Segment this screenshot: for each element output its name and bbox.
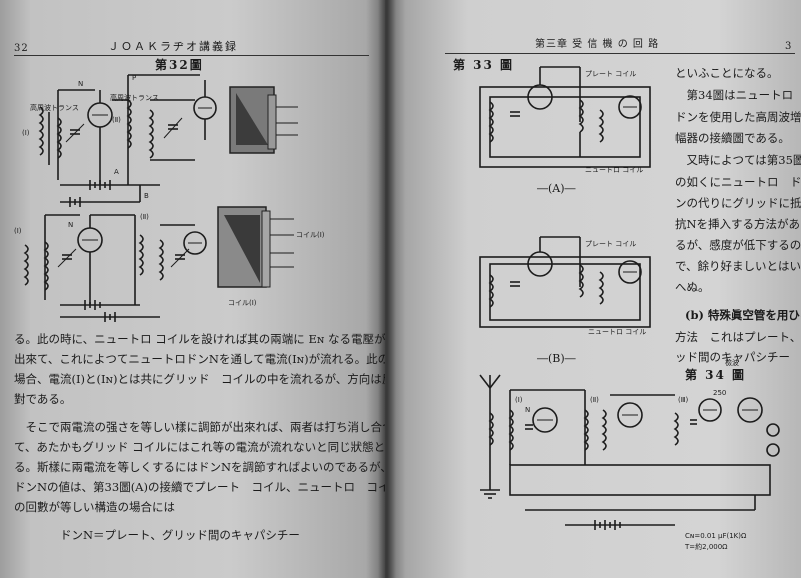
p-label: P xyxy=(132,74,136,82)
side-line-11: へぬ。 xyxy=(675,280,710,294)
figure-33b-caption: ―(B)― xyxy=(537,352,576,365)
n-label: N xyxy=(78,80,83,88)
right-page: 第三章 受 信 機 の 回 路 3 第 33 圖 プレート コイル ニュートロ … xyxy=(385,0,801,578)
section-line-2: 方法 これはプレート、グリ xyxy=(675,330,801,344)
side-line-9: るが、感度が低下するの xyxy=(675,238,801,252)
neutro-coil-label: ニュートロ コイル xyxy=(585,166,643,174)
body-line-10: ドンN＝プレート、グリッド間のキャパシチー xyxy=(60,528,300,542)
figure-33a-caption: ―(A)― xyxy=(537,182,576,195)
figure-33-title: 第 33 圖 xyxy=(453,58,515,72)
figure-33a-circuit: プレート コイル ニュートロ コイル xyxy=(479,66,651,174)
figure-32-upper-circuit: 高周波トランス 高周波トランス (Ⅰ) (Ⅱ) N P A B xyxy=(22,74,217,207)
figure-32-lower-coil-drawing: コイル(Ⅰ) コイル(Ⅰ) xyxy=(217,206,325,307)
r2-label: (Ⅱ) xyxy=(112,116,121,124)
fig34-r1: (Ⅰ) xyxy=(515,396,523,404)
left-running-header: ＪＯＡＫラヂオ講義録 xyxy=(108,40,238,53)
body-line-8: ドンNの値は、第33圖(A)の接續でプレート コイル、ニュートロ コイル xyxy=(14,480,385,494)
body-line-9: の回數が等しい構造の場合には xyxy=(14,500,175,514)
left-page: 32 ＪＯＡＫラヂオ講義録 第32圖 xyxy=(0,0,385,578)
figure-32-lower-circuit: (Ⅰ) (Ⅱ) N xyxy=(14,213,207,322)
coil-label-bottom: コイル(Ⅰ) xyxy=(228,299,257,307)
fig34-r2: (Ⅱ) xyxy=(590,396,599,404)
side-line-1: といふことになる。 xyxy=(675,66,779,80)
figure-32-title: 第32圖 xyxy=(155,58,204,72)
body-line-4: 對である。 xyxy=(14,392,72,406)
side-line-6: の如くにニュートロ ド xyxy=(675,175,801,189)
side-line-4: 幅器の接續圖である。 xyxy=(675,131,790,145)
side-line-2: 第34圖はニュートロ xyxy=(675,88,794,102)
coil-label: コイル(Ⅰ) xyxy=(296,231,325,239)
fig34-r3: (Ⅲ) xyxy=(678,396,689,404)
neutro-coil-label-b: ニュートロ コイル xyxy=(588,328,646,336)
plate-coil-label-b: プレート コイル xyxy=(585,240,636,248)
body-line-7: る。斯樣に兩電流を等しくするにはドンNを調節すればよいのであるが、 xyxy=(14,460,385,474)
r2-label-lower: (Ⅱ) xyxy=(140,213,149,221)
fig34-spec1: Cɴ=0.01 μF(1K)Ω xyxy=(685,532,747,540)
body-line-3: 場合、電流(I)と(Iɴ)とは共にグリッド コイルの中を流れるが、方向は反 xyxy=(14,372,385,386)
right-running-header: 第三章 受 信 機 の 回 路 xyxy=(535,39,660,50)
side-line-3: ドンを使用した高周波增 xyxy=(675,110,801,124)
header-rule xyxy=(14,55,369,56)
figure-33b-circuit: プレート コイル ニュートロ コイル xyxy=(479,236,651,336)
side-line-8: 抗Nを挿入する方法があ xyxy=(675,217,801,231)
r1-label-lower: (Ⅰ) xyxy=(14,227,22,235)
r1-label: (Ⅰ) xyxy=(22,129,30,137)
side-line-10: で、餘り好ましいとはい xyxy=(675,259,801,273)
side-line-5: 又時によつては第35圖 xyxy=(675,153,801,167)
figure-34-title: 第 34 圖 xyxy=(685,368,747,382)
fig34-250: 250 xyxy=(713,389,726,397)
n-label-lower: N xyxy=(68,221,73,229)
a-label: A xyxy=(114,168,119,176)
section-heading: (b) 特殊眞空管を用ひる xyxy=(685,308,801,322)
section-line-3: ッド間のキャパシチー xyxy=(675,350,790,364)
plate-coil-label: プレート コイル xyxy=(585,70,636,78)
trans1-label: 高周波トランス xyxy=(30,103,79,112)
figure-32-upper-coil-drawing xyxy=(229,86,298,154)
book-gutter xyxy=(378,0,396,578)
right-header-rule xyxy=(445,53,795,54)
trans2-label: 高周波トランス xyxy=(110,93,159,102)
body-line-5: そこで兩電流の强さを等しい樣に調節が出來れば、兩者は打ち消し合つ xyxy=(14,420,385,434)
left-page-number: 32 xyxy=(14,43,29,54)
figure-34-circuit: (Ⅰ) (Ⅱ) (Ⅲ) N 250 檢波 Cɴ=0.01 μF(1K)Ω T=約… xyxy=(479,358,780,551)
body-line-1: る。此の時に、ニュートロ コイルを設ければ其の兩端に Eɴ なる電壓が xyxy=(14,332,385,346)
b-label: B xyxy=(144,192,149,200)
body-line-2: 出來て、これによつてニュートロドンNを通して電流(Iɴ)が流れる。此の xyxy=(14,352,385,366)
fig34-spec2: T=約2,000Ω xyxy=(684,542,728,551)
side-line-7: ンの代りにグリッドに抵 xyxy=(675,196,801,210)
body-line-6: て、あたかもグリッド コイルにはこれ等の電流が流れないと同じ狀態とな xyxy=(14,440,385,454)
fig34-n: N xyxy=(525,406,530,414)
right-page-number: 3 xyxy=(785,41,793,52)
fig34-detect: 檢波 xyxy=(725,358,739,367)
